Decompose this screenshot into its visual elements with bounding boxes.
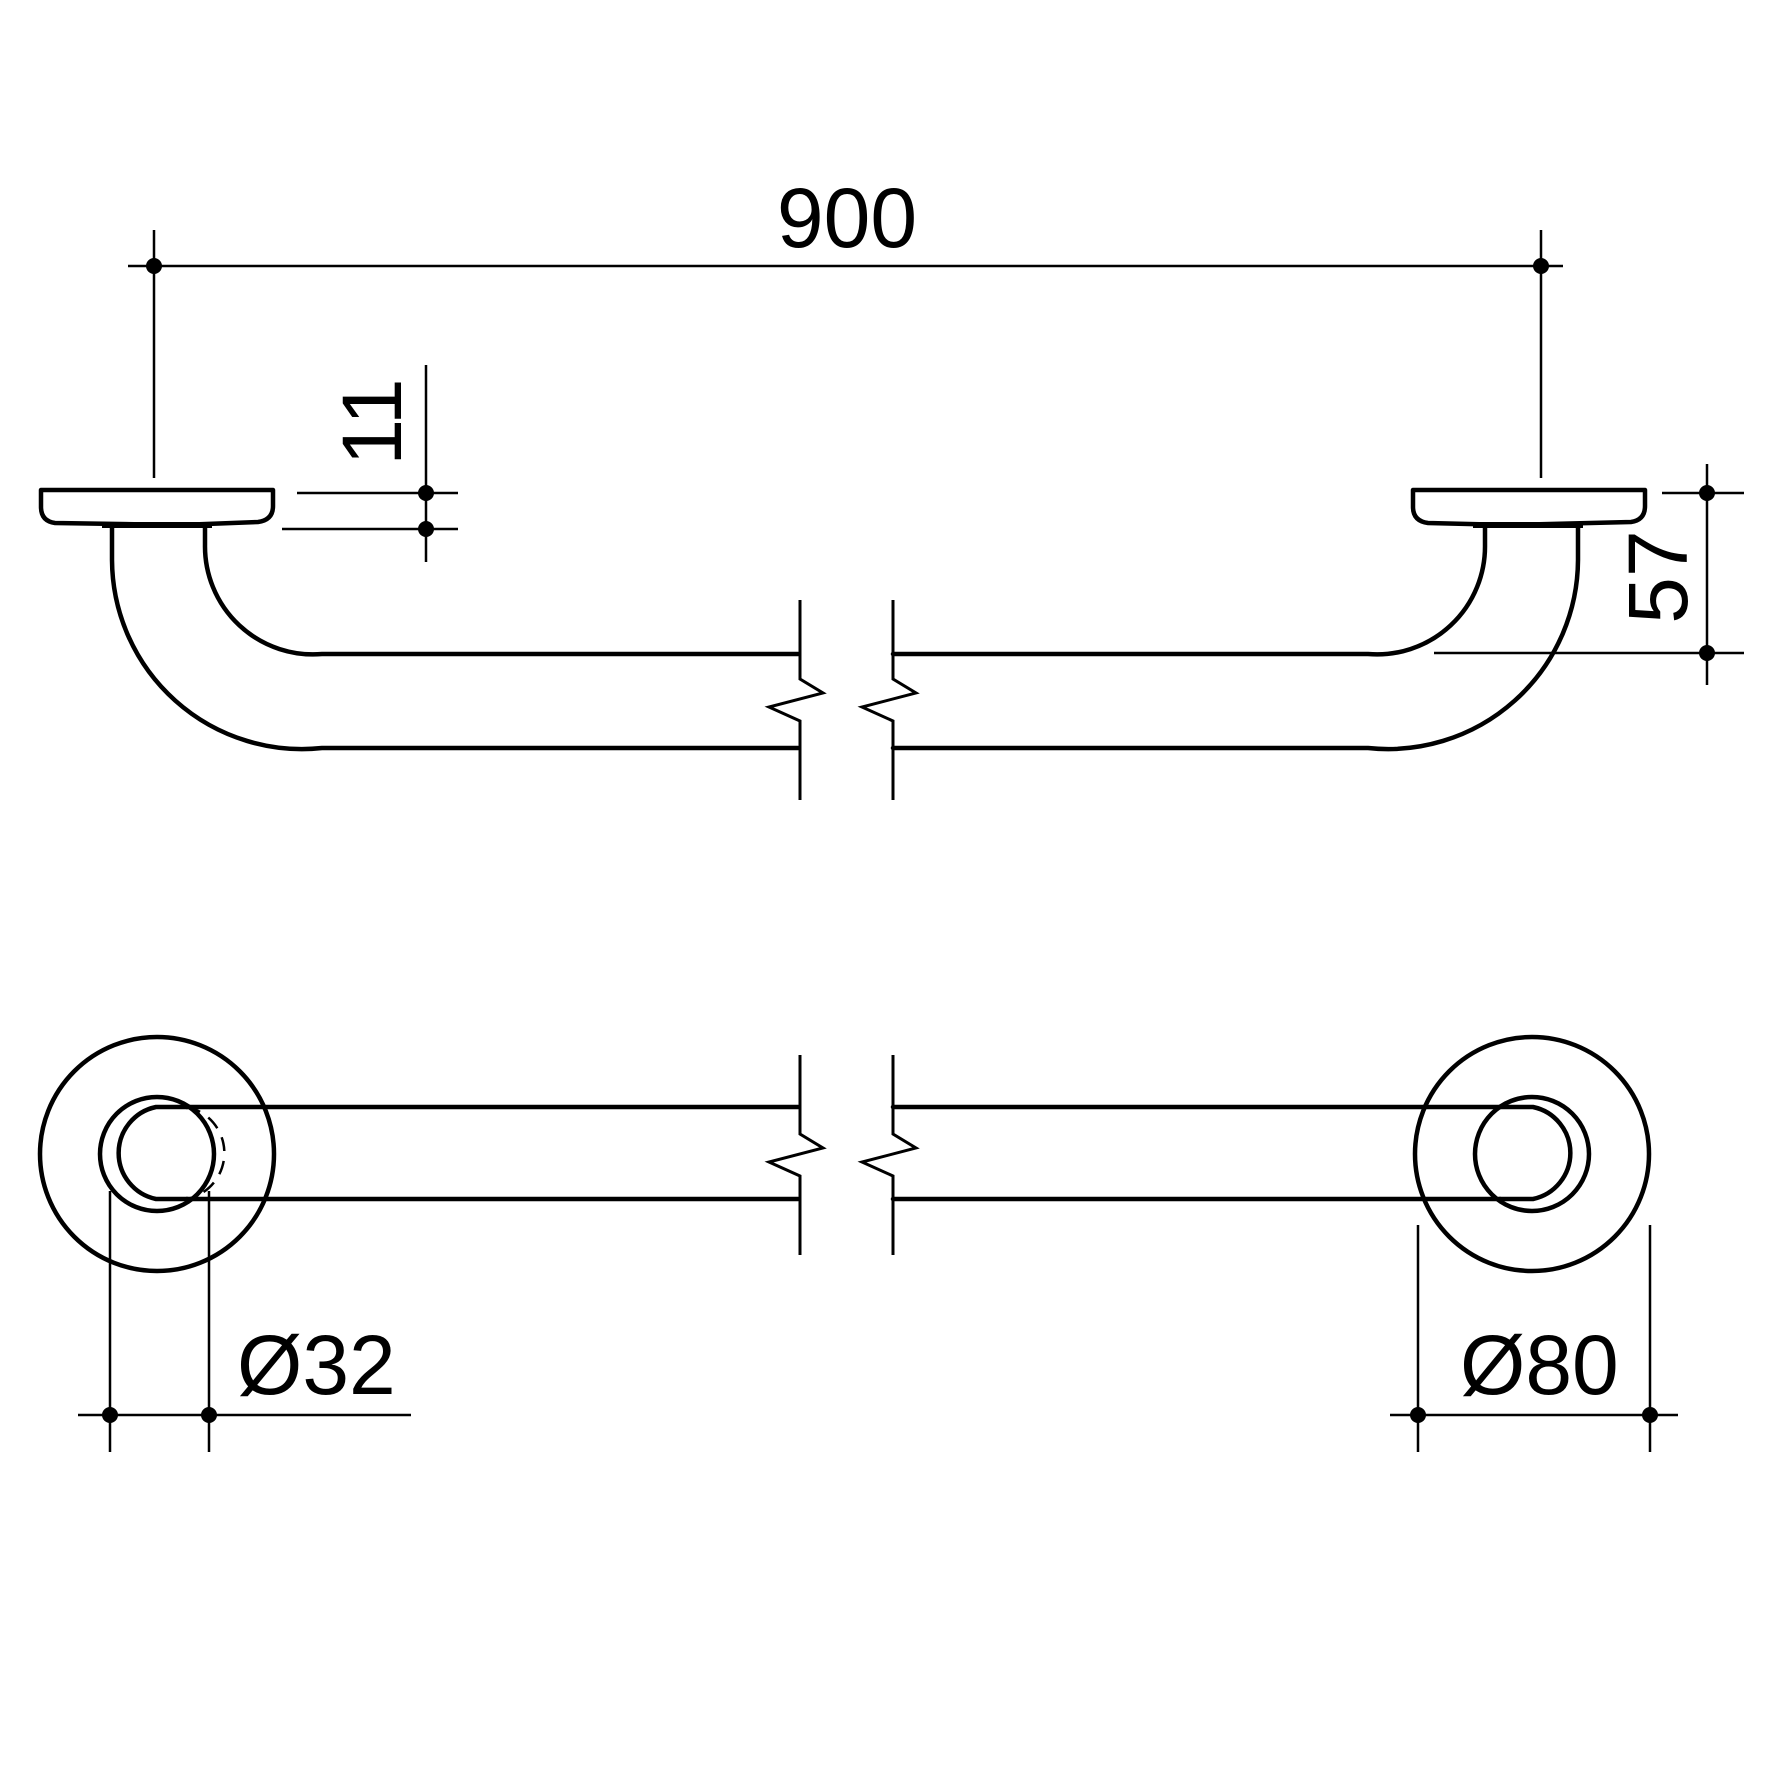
left-bend-inner xyxy=(202,525,801,657)
right-bend-outer xyxy=(890,525,1581,752)
dimension-flange-diameter: Ø80 xyxy=(1390,1225,1678,1452)
dimension-length: 900 xyxy=(128,171,1563,478)
left-flange-base xyxy=(102,522,212,528)
break-line-left xyxy=(764,600,827,800)
dimension-tube-diameter-label: Ø32 xyxy=(237,1318,396,1412)
dimension-length-label: 900 xyxy=(777,171,917,265)
left-flange xyxy=(38,487,276,528)
dimension-tube-diameter: Ø32 xyxy=(78,1191,411,1452)
dimension-projection: 57 xyxy=(1434,464,1744,685)
left-flange-disc xyxy=(37,1034,277,1274)
dimension-flange-thickness-label: 11 xyxy=(325,378,419,465)
right-flange-disc xyxy=(1412,1034,1652,1274)
right-tube-collar xyxy=(1472,1094,1592,1214)
dimension-projection-label: 57 xyxy=(1611,530,1705,623)
front-view: Ø32 Ø80 xyxy=(37,1034,1678,1452)
dimension-flange-thickness: 11 xyxy=(282,365,458,562)
left-tube-end xyxy=(116,1104,190,1202)
right-flange xyxy=(1410,487,1648,528)
right-flange-base xyxy=(1473,522,1583,528)
dimension-flange-diameter-label: Ø80 xyxy=(1460,1318,1619,1412)
left-bend-outer xyxy=(109,525,801,752)
left-tube-collar xyxy=(97,1094,217,1214)
right-tube-end xyxy=(1497,1104,1573,1202)
break-line-front-left xyxy=(764,1055,827,1255)
right-bend-inner xyxy=(890,525,1488,657)
break-line-right xyxy=(857,600,920,800)
break-line-front-right xyxy=(857,1055,920,1255)
side-view: 900 11 57 xyxy=(38,171,1744,800)
